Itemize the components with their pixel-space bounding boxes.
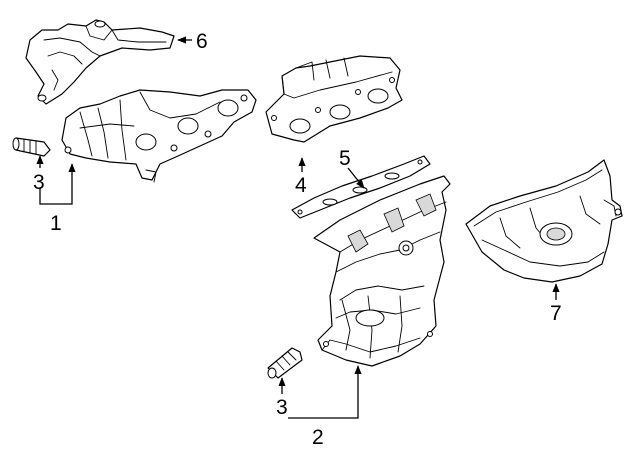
part-3-stud-upper[interactable] xyxy=(12,137,51,157)
callout-1: 1 xyxy=(50,212,62,235)
callout-4: 4 xyxy=(295,174,307,197)
callout-3-upper: 3 xyxy=(33,171,45,194)
callout-3-lower: 3 xyxy=(276,396,288,419)
callout-6: 6 xyxy=(196,30,208,53)
callout-7: 7 xyxy=(550,302,562,325)
callout-leader-lines xyxy=(36,36,560,419)
part-3-stud-lower[interactable] xyxy=(267,347,303,379)
part-1-exhaust-manifold[interactable] xyxy=(61,89,257,183)
part-4-manifold-gasket[interactable] xyxy=(265,55,403,143)
part-6-upper-heat-shield[interactable] xyxy=(25,19,175,105)
part-7-lower-heat-shield[interactable] xyxy=(465,159,623,283)
callout-5: 5 xyxy=(339,147,351,170)
callout-2: 2 xyxy=(312,426,324,449)
part-2-exhaust-manifold-converter[interactable] xyxy=(313,175,451,367)
